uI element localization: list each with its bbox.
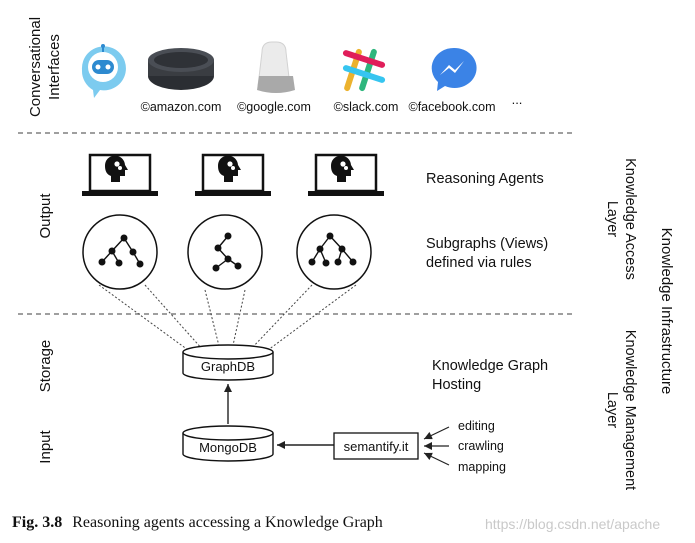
facebook-label: ©facebook.com bbox=[408, 100, 495, 114]
graphdb-database bbox=[182, 344, 274, 381]
section-label-storage: Storage bbox=[37, 340, 54, 393]
subgraph-view bbox=[296, 214, 372, 290]
figure-number: Fig. 3.8 bbox=[12, 514, 63, 531]
laptop-agent-icon bbox=[82, 153, 158, 196]
layer-infrastructure-label: Knowledge Infrastructure bbox=[658, 228, 675, 395]
reasoning-agents-label: Reasoning Agents bbox=[426, 171, 544, 187]
projection-lines bbox=[98, 284, 357, 351]
amazon-echo-icon bbox=[148, 48, 214, 90]
laptop-agent-icon bbox=[195, 153, 271, 196]
subgraph-view bbox=[82, 214, 158, 290]
graphdb-label: GraphDB bbox=[201, 359, 255, 374]
layer-management-label-2: Layer bbox=[604, 392, 620, 428]
section-label-conversational-2: Interfaces bbox=[46, 34, 63, 100]
mongodb-database bbox=[182, 425, 274, 462]
arrow-editing bbox=[423, 426, 450, 440]
google-home-icon bbox=[257, 41, 295, 93]
layer-management-label-1: Knowledge Management bbox=[622, 330, 638, 490]
layer-access-label-2: Layer bbox=[604, 201, 620, 237]
section-label-output: Output bbox=[37, 193, 54, 239]
chatbot-icon bbox=[81, 44, 126, 98]
messenger-icon bbox=[431, 47, 477, 91]
section-label-input: Input bbox=[37, 429, 54, 463]
slack-icon bbox=[342, 48, 386, 92]
section-label-conversational-1: Conversational bbox=[27, 17, 44, 117]
laptop-agent-icon bbox=[308, 153, 384, 196]
mongodb-label: MongoDB bbox=[199, 440, 257, 455]
source-editing: editing bbox=[458, 419, 495, 433]
source-mapping: mapping bbox=[458, 460, 506, 474]
layer-access-label-1: Knowledge Access bbox=[622, 158, 638, 280]
watermark: https://blog.csdn.net/apache bbox=[485, 516, 661, 532]
more-interfaces: ... bbox=[512, 92, 523, 107]
arrow-mapping bbox=[423, 452, 450, 466]
semantify-label: semantify.it bbox=[344, 439, 409, 454]
source-crawling: crawling bbox=[458, 439, 504, 453]
subgraphs-label-2: defined via rules bbox=[426, 255, 532, 271]
figure-caption: Fig. 3.8 Reasoning agents accessing a Kno… bbox=[12, 514, 383, 532]
semantify-box bbox=[333, 432, 419, 460]
hosting-label-1: Knowledge Graph bbox=[432, 358, 548, 374]
hosting-label-2: Hosting bbox=[432, 377, 481, 393]
figure-caption-text: Reasoning agents accessing a Knowledge G… bbox=[72, 514, 383, 531]
slack-label: ©slack.com bbox=[334, 100, 399, 114]
amazon-label: ©amazon.com bbox=[141, 100, 222, 114]
subgraph-view bbox=[187, 214, 263, 290]
subgraphs-label-1: Subgraphs (Views) bbox=[426, 236, 548, 252]
google-label: ©google.com bbox=[237, 100, 311, 114]
